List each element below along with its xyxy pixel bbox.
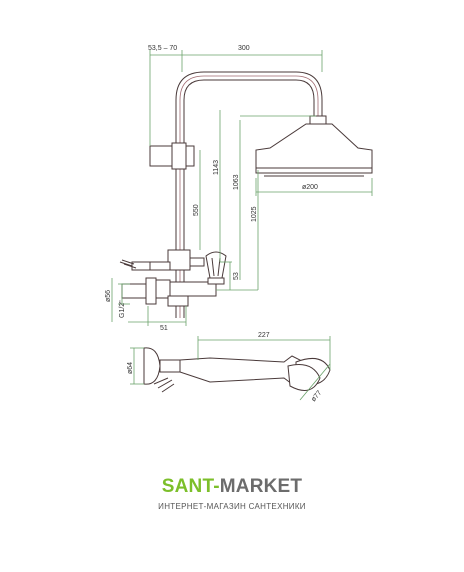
dim-height-mid: 1025 <box>251 206 258 222</box>
handle <box>205 251 227 285</box>
dim-hand-length: 227 <box>258 332 270 339</box>
shower-head <box>255 115 373 177</box>
dim-flange-depth: 51 <box>160 325 168 332</box>
hand-shower <box>143 347 331 393</box>
dim-small-height: 53 <box>233 272 240 280</box>
dim-flange-diameter: ø56 <box>105 290 112 302</box>
dim-hand-body-diameter: ø64 <box>127 362 134 374</box>
brand-tagline: ИНТЕРНЕТ-МАГАЗИН САНТЕХНИКИ <box>158 502 306 511</box>
dim-arm-length: 300 <box>238 45 250 52</box>
valve-assembly <box>121 249 217 307</box>
shower-column <box>175 71 323 318</box>
brand-name-part2: MARKET <box>219 476 303 497</box>
dim-bar-height: 550 <box>193 204 200 216</box>
brand-name-part1: SANT- <box>161 476 220 497</box>
brand-logo: SANT-MARKET <box>0 476 464 498</box>
dimension-lines <box>111 50 373 401</box>
dim-head-diameter: ø200 <box>302 184 318 191</box>
hose-connection <box>119 259 137 269</box>
dim-height-head: 1063 <box>233 174 240 190</box>
dim-hand-head-diameter: ø77 <box>310 389 323 403</box>
dim-thread: G1/2" <box>119 300 126 318</box>
dim-offset-range: 53,5 – 70 <box>148 45 177 52</box>
slide-bracket <box>149 142 195 170</box>
dim-height-total: 1143 <box>213 160 220 175</box>
